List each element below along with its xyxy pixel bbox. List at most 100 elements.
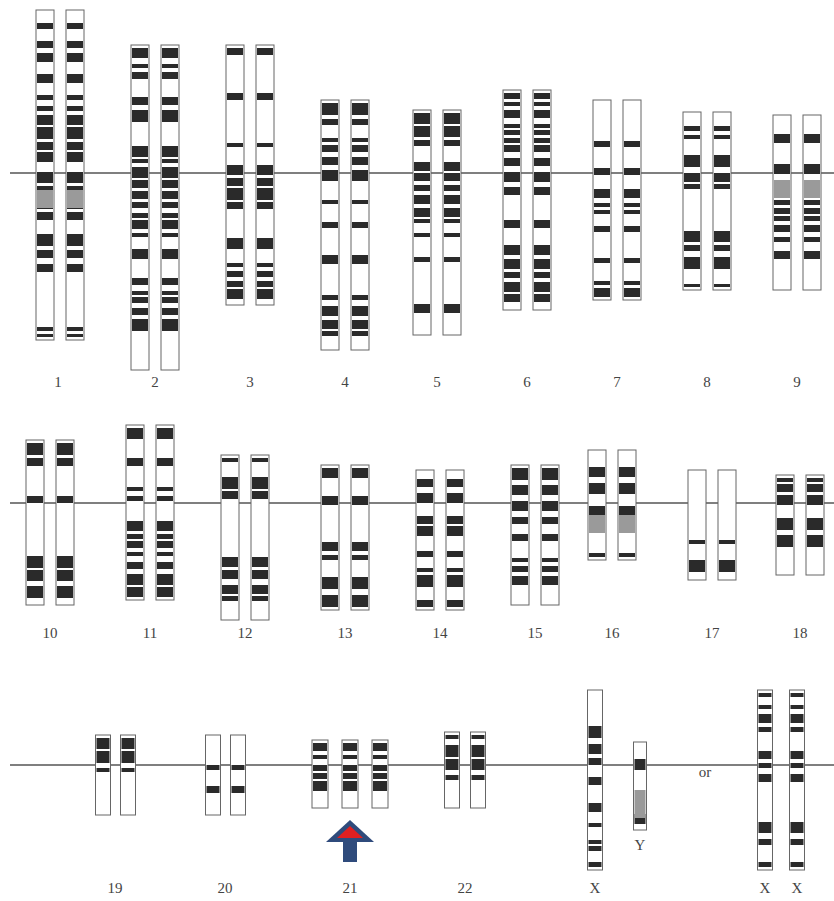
chromosome-band <box>227 281 243 287</box>
chromosome-band <box>534 93 550 99</box>
chromosome-band <box>534 187 550 195</box>
chromosome-band <box>417 551 433 557</box>
chromosome-band <box>774 200 790 205</box>
chromosome-band <box>67 41 83 48</box>
chromosome-band <box>504 138 520 143</box>
chromosome-band <box>774 216 790 221</box>
chromosome-band <box>444 173 460 181</box>
chromosome-band <box>684 126 700 131</box>
chromosome-band <box>417 568 433 572</box>
chromosome-number: or <box>699 765 712 780</box>
chromosome-band <box>157 562 173 569</box>
chromosome-band <box>162 291 178 295</box>
chromosome-band <box>624 168 640 175</box>
chromosome-band <box>624 226 640 232</box>
chromosome-band <box>162 202 178 208</box>
chromosome-band <box>227 48 243 55</box>
chromosome-band <box>127 534 143 539</box>
chromosome-band <box>352 200 368 204</box>
chromosome-band <box>132 319 148 331</box>
chromatid-outline <box>161 45 179 370</box>
chromosome-band <box>444 140 460 146</box>
chromosome-band <box>252 596 268 601</box>
chromosome-number: X <box>590 881 601 896</box>
chromatid-outline <box>351 465 369 610</box>
chromosome-band <box>542 501 558 511</box>
chromosome-band <box>504 110 520 118</box>
chromosome-band <box>37 53 53 62</box>
chromosome-group <box>26 10 824 870</box>
chromosome-band <box>57 443 73 455</box>
chromosome-band <box>373 755 387 759</box>
chromosome-band <box>322 119 338 125</box>
chromosome-band <box>684 184 700 189</box>
chromosome-band <box>417 575 433 587</box>
chromatid-outline <box>342 740 358 808</box>
chromosome-band <box>444 113 460 124</box>
chromosome-number: 4 <box>341 375 349 390</box>
chromosome-band <box>232 786 245 793</box>
chromosome-band <box>373 781 387 791</box>
chromatid-outline <box>773 115 791 290</box>
chromosome-band <box>132 72 148 79</box>
chromosome-band <box>157 487 173 491</box>
chromosome-band <box>232 765 245 770</box>
chromosome-band <box>132 146 148 157</box>
chromosome-band <box>759 693 772 697</box>
chromosome-band <box>804 237 820 242</box>
chromosome-band <box>594 281 610 285</box>
chromosome-band <box>791 714 804 723</box>
chromosome-band <box>417 600 433 607</box>
chromosome-band <box>352 306 368 316</box>
chromosome-band <box>207 765 220 770</box>
chromosome-band <box>759 774 772 782</box>
chromosome-band <box>313 755 327 759</box>
chromosome-band <box>343 743 357 751</box>
chromosome-band <box>352 119 368 125</box>
chromosome-band <box>322 157 338 165</box>
chromosome-band <box>157 521 173 531</box>
chromosome-band <box>774 237 790 242</box>
chromosome-band <box>322 320 338 329</box>
chromosome-band <box>414 208 430 217</box>
chromosome-band <box>774 208 790 214</box>
chromosome-band <box>684 245 700 251</box>
chromosome-band <box>589 823 602 827</box>
chromosome-band <box>594 226 610 232</box>
chromosome-band <box>414 219 430 223</box>
chromatid-outline <box>688 470 706 580</box>
chromosome-band <box>67 95 83 100</box>
chromosome-band <box>447 568 463 572</box>
chromosome-band <box>534 110 550 118</box>
heterochromatin-band <box>635 790 646 818</box>
chromosome-band <box>472 759 485 770</box>
chromatid-outline <box>256 45 274 305</box>
chromosome-band <box>322 222 338 228</box>
chromosome-band <box>132 180 148 188</box>
chromosome-band <box>589 862 602 867</box>
chromosome-band <box>777 484 793 492</box>
chromosome-band <box>774 251 790 259</box>
chromosome-band <box>222 570 238 579</box>
heterochromatin-band <box>774 180 790 198</box>
chromosome-band <box>322 306 338 316</box>
chromosome-number: X <box>760 881 771 896</box>
chromosome-band <box>67 127 83 139</box>
chromosome-band <box>207 786 220 793</box>
chromosome-band <box>352 145 368 152</box>
chromosome-band <box>446 745 459 757</box>
chromosome-band <box>534 245 550 255</box>
chromosome-band <box>791 839 804 845</box>
chromosome-band <box>504 282 520 292</box>
chromosome-band <box>222 458 238 462</box>
chromosome-band <box>472 745 485 757</box>
chromosome-band <box>594 288 610 297</box>
chromosome-band <box>257 289 273 299</box>
chromosome-band <box>157 534 173 539</box>
chromosome-band <box>67 53 83 62</box>
chromosome-band <box>162 191 178 199</box>
chromosome-band <box>791 822 804 833</box>
chromosome-band <box>804 216 820 221</box>
chromosome-band <box>534 220 550 228</box>
heterochromatin-band <box>37 190 53 208</box>
